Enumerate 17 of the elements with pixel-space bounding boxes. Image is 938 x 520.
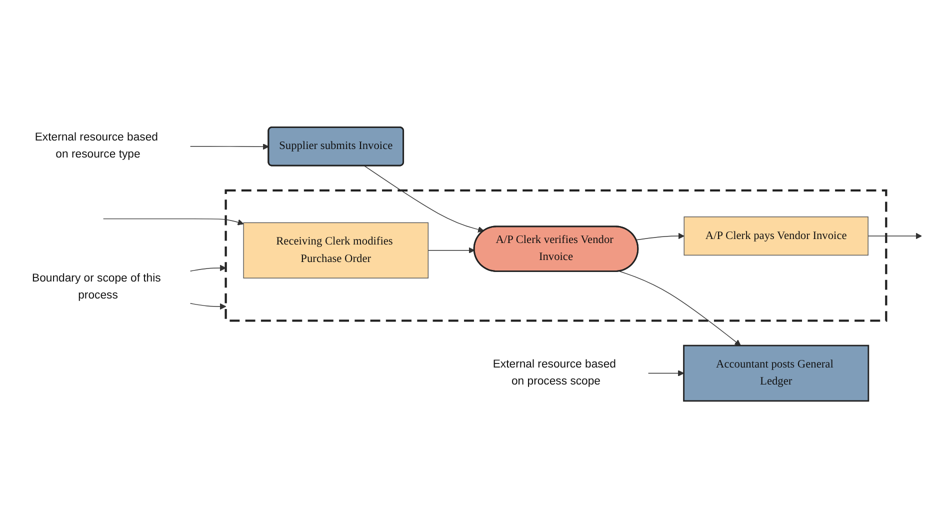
arrow <box>364 166 484 233</box>
arrow <box>636 233 684 240</box>
cluster <box>224 190 888 322</box>
arrow <box>102 218 244 226</box>
arrow <box>648 370 684 377</box>
arrow <box>619 271 741 346</box>
arrow <box>428 247 475 254</box>
arrow <box>190 303 226 310</box>
node-box: A/P Clerk pays Vendor Invoice <box>684 216 868 256</box>
arrow <box>868 233 922 240</box>
node-box: Receiving Clerk modifies Purchase Order <box>243 222 429 279</box>
node-text: External resource based on resource type <box>34 132 158 161</box>
arrow <box>190 144 270 150</box>
node-text: External resource based on process scope <box>492 358 616 388</box>
arrow <box>190 265 226 272</box>
node-box: Accountant posts General Ledger <box>683 345 870 402</box>
node-text: Boundary or scope of this process <box>32 272 161 302</box>
